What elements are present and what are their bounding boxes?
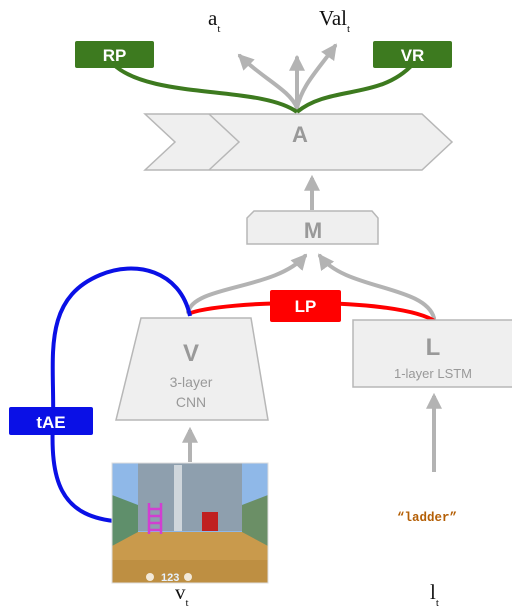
output-value-label: Valt [319,6,350,35]
tae-badge: tAE [9,407,93,435]
svg-text:RP: RP [103,46,127,65]
observation-frame: 123 [112,463,268,584]
tae-connection [50,266,192,523]
frame-hud-value: 123 [161,572,179,584]
svg-text:VR: VR [401,46,425,65]
svg-text:LP: LP [295,297,317,316]
mixing-module: M [246,210,379,245]
arrows-into-m [186,253,436,320]
svg-text:A: A [292,122,308,147]
svg-text:M: M [304,218,322,243]
rp-connection [111,62,299,114]
ladder-object [147,503,163,534]
svg-text:3-layer: 3-layer [170,374,213,390]
vr-connection [295,62,415,114]
svg-text:V: V [183,340,199,367]
vision-input-label: vt [175,580,189,609]
rp-badge: RP [75,41,154,68]
svg-text:1-layer LSTM: 1-layer LSTM [394,366,472,381]
arrow-v-to-m [186,253,308,314]
arrow-l-to-m [318,253,436,320]
output-arrows [237,43,337,110]
arrow-to-action [237,53,299,110]
lp-badge: LP [270,290,341,322]
svg-text:L: L [426,334,441,361]
action-module: A [143,113,454,171]
vr-badge: VR [373,41,452,68]
instruction-text: “ladder” [397,511,457,525]
language-module: L 1-layer LSTM [352,319,512,388]
svg-text:tAE: tAE [36,413,65,432]
svg-text:CNN: CNN [176,394,206,410]
language-input-label: lt [430,580,439,609]
green-aux-lines [111,62,415,114]
vision-module: V 3-layer CNN [115,317,269,421]
output-action-label: at [208,6,220,35]
